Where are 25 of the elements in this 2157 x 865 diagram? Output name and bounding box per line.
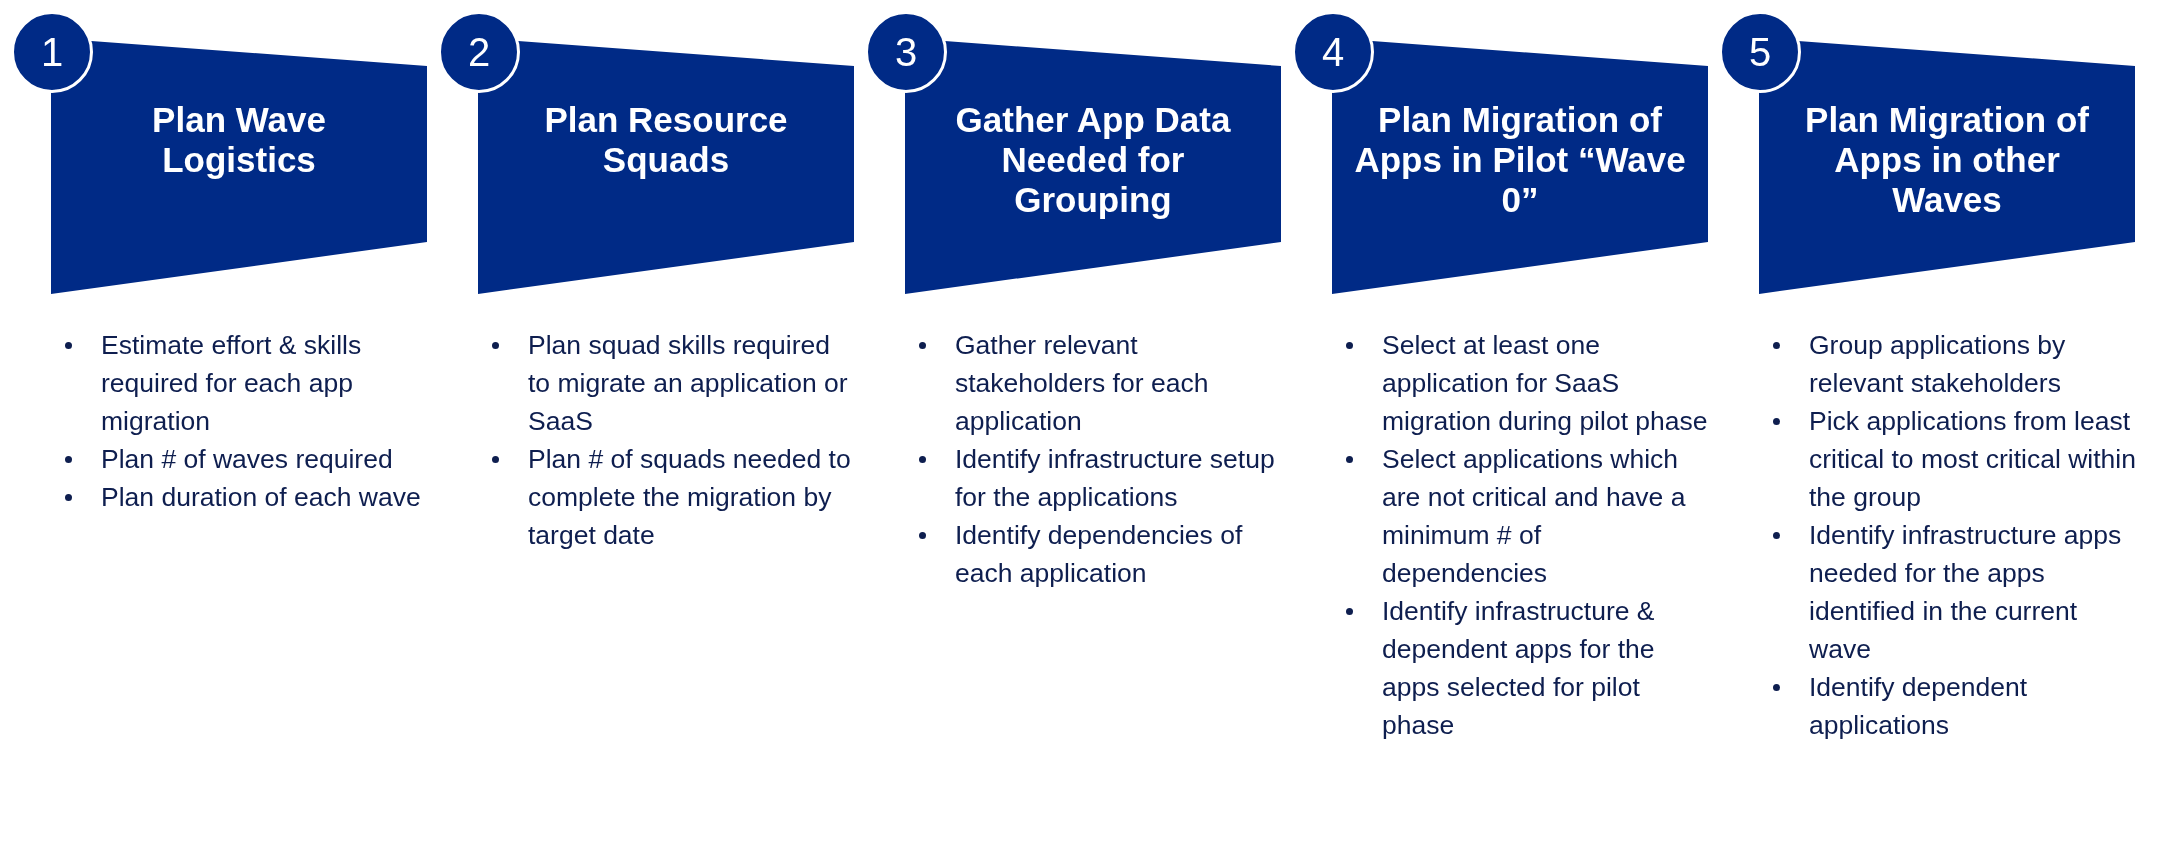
step-title: Gather App Data Needed for Grouping bbox=[954, 100, 1232, 220]
step-title: Plan Resource Squads bbox=[543, 100, 789, 180]
step-number: 2 bbox=[438, 11, 520, 93]
bullet-text: Identify infrastructure apps needed for the apps identified in the current wave bbox=[1809, 520, 2122, 664]
bullet-text: Select applications which are not critical and have a minimum # of dependencies bbox=[1382, 444, 1686, 588]
bullet-text: Identify infrastructure & dependent apps for the apps selected for pilot phase bbox=[1382, 596, 1655, 740]
bullet-text: Select at least one application for SaaS migration during pilot phase bbox=[1382, 330, 1708, 436]
bullet-text: Pick applications from least critical to most critical within the group bbox=[1809, 406, 2136, 512]
step-number: 1 bbox=[11, 11, 93, 93]
bullet-text: Identify dependencies of each application bbox=[955, 520, 1243, 588]
bullet-text: Identify infrastructure setup for the applications bbox=[955, 444, 1275, 512]
step-title: Plan Migration of Apps in Pilot “Wave 0” bbox=[1354, 100, 1686, 220]
bullet-text: Identify dependent applications bbox=[1809, 672, 2028, 740]
bullet-text: Plan duration of each wave bbox=[101, 482, 421, 512]
bullet-text: Plan squad skills required to migrate an application or SaaS bbox=[528, 330, 848, 436]
step-title: Plan Migration of Apps in other Waves bbox=[1804, 100, 2090, 220]
bullet-text: Group applications by relevant stakeholders bbox=[1809, 330, 2066, 398]
bullet-text: Plan # of squads needed to complete the migration by target date bbox=[528, 444, 851, 550]
bullet-text: Estimate effort & skills required for each app migration bbox=[101, 330, 362, 436]
step-number: 3 bbox=[865, 11, 947, 93]
bullet-text: Plan # of waves required bbox=[101, 444, 393, 474]
step-number: 5 bbox=[1719, 11, 1801, 93]
step-title: Plan Wave Logistics bbox=[151, 100, 327, 180]
step-number: 4 bbox=[1292, 11, 1374, 93]
bullet-text: Gather relevant stakeholders for each application bbox=[955, 330, 1209, 436]
